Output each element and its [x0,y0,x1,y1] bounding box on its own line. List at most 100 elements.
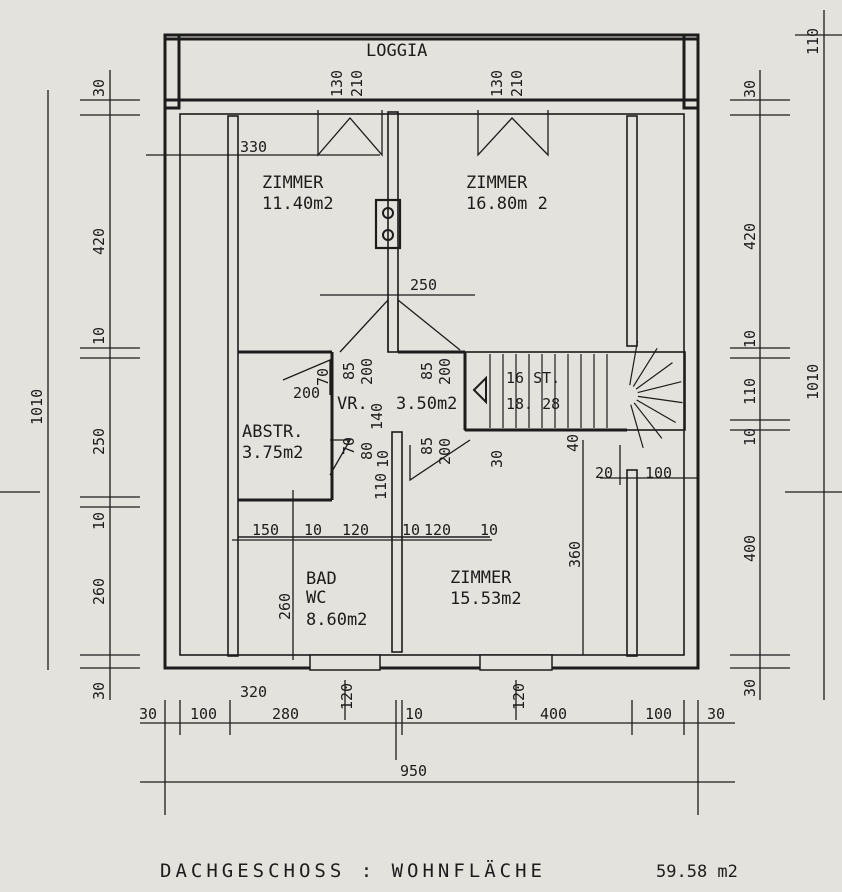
dim-20: 20 [595,464,613,482]
dim-row-4: 120 [424,521,451,539]
plan-total-area: 59.58 m2 [656,862,738,882]
dimension-texts: 30 420 10 250 10 260 30 1010 110 30 420 … [28,28,822,780]
dim-door-80: 80 [358,442,376,460]
dim-row-5: 10 [480,521,498,539]
loggia-wall-right [682,33,700,110]
dim-row-3: 10 [402,521,420,539]
dim-250: 250 [410,276,437,294]
room-area-zimmer-1: 11.40m2 [262,194,334,214]
dim-right-1: 30 [741,80,759,98]
loggia-label: LOGGIA [366,41,427,61]
dim-row-0: 150 [252,521,279,539]
dim-10: 10 [374,450,392,468]
stair-winder [637,381,682,394]
stair-winder [635,362,673,390]
dim-330: 330 [240,138,267,156]
room-area-zimmer-2: 16.80m 2 [466,194,548,214]
dim-left-1: 420 [90,228,108,255]
plan-title: DACHGESCHOSS : WOHNFLÄCHE [160,859,546,882]
dim-left-3: 250 [90,428,108,455]
dim-door-200-b: 200 [436,358,454,385]
dim-right-7: 30 [741,679,759,697]
room-area-bad: 8.60m2 [306,610,367,630]
dim-door-85-c: 85 [418,437,436,455]
stair-winder [630,404,644,449]
outer-wall [163,98,700,670]
dim-window-a: 120 [338,683,356,710]
stair-ratio-label: 18. 28 [506,395,560,413]
stair-winder [629,340,639,386]
dim-row-1: 10 [304,521,322,539]
dim-360: 360 [566,541,584,568]
dim-bottom-1: 100 [190,705,217,723]
dimension-lines [0,10,842,815]
central-wall-bottom [391,431,403,653]
chimney [374,198,402,250]
dim-door-210-a: 210 [348,70,366,97]
room-name-zimmer-2: ZIMMER [466,173,528,193]
dim-door-85-a: 85 [340,362,358,380]
dim-window-b: 120 [510,683,528,710]
doors [282,110,549,482]
dim-door-130-b: 130 [488,70,506,97]
room-labels: LOGGIA ZIMMER 11.40m2 ZIMMER 16.80m 2 VR… [242,41,560,630]
dim-bottom-2: 280 [272,705,299,723]
room-name-abstr: ABSTR. [242,422,303,442]
dim-left-total: 1010 [28,389,46,425]
dim-door-70-a: 70 [314,368,332,386]
room-name-zimmer-1: ZIMMER [262,173,324,193]
dim-320: 320 [240,683,267,701]
dim-40: 40 [564,434,582,452]
dim-right-4: 110 [741,378,759,405]
dim-door-200-a: 200 [358,358,376,385]
dim-right-6: 400 [741,535,759,562]
stair-winder [632,348,658,387]
dim-door-200-c: 200 [293,384,320,402]
loggia-rail [163,33,700,41]
dim-260: 260 [276,593,294,620]
staircase [464,340,686,449]
dim-left-6: 30 [90,682,108,700]
dim-140: 140 [368,403,386,430]
dim-bottom-0: 30 [139,705,157,723]
dim-bottom-6: 30 [707,705,725,723]
dim-bottom-3: 10 [405,705,423,723]
dim-right-0: 110 [804,28,822,55]
dim-left-0: 30 [90,79,108,97]
knee-wall-right-top [626,115,638,347]
walls [163,33,700,671]
dim-110: 110 [372,473,390,500]
dim-door-85-b: 85 [418,362,436,380]
stair-winder [636,399,676,424]
dim-bottom-5: 100 [645,705,672,723]
dim-bottom-4: 400 [540,705,567,723]
dim-door-130-a: 130 [328,70,346,97]
dim-door-200-d: 200 [436,438,454,465]
stair-arrow-icon [472,375,487,405]
room-name-vr: VR. [337,394,368,414]
central-wall-top [387,111,399,353]
room-area-zimmer-3: 15.53m2 [450,589,522,609]
room-name-bad: BAD [306,569,337,589]
dim-30: 30 [488,450,506,468]
dim-right-3: 10 [741,330,759,348]
room-area-abstr: 3.75m2 [242,443,303,463]
dim-row-2: 120 [342,521,369,539]
dim-door-210-b: 210 [508,70,526,97]
dim-right-total: 1010 [804,364,822,400]
loggia-wall-left [163,33,181,110]
inner-wall [179,113,685,656]
knee-wall-left [227,115,239,657]
dim-door-70-b: 70 [340,437,358,455]
dim-right-5: 10 [741,428,759,446]
dim-left-5: 260 [90,578,108,605]
dim-left-4: 10 [90,512,108,530]
stair-winder [633,402,663,439]
dim-right-2: 420 [741,223,759,250]
room-name-wc: WC [306,588,326,608]
dim-100: 100 [645,464,672,482]
room-area-vr: 3.50m2 [396,394,457,414]
knee-wall-right-bottom [626,469,638,657]
stair-steps-label: 16 ST. [506,369,560,387]
